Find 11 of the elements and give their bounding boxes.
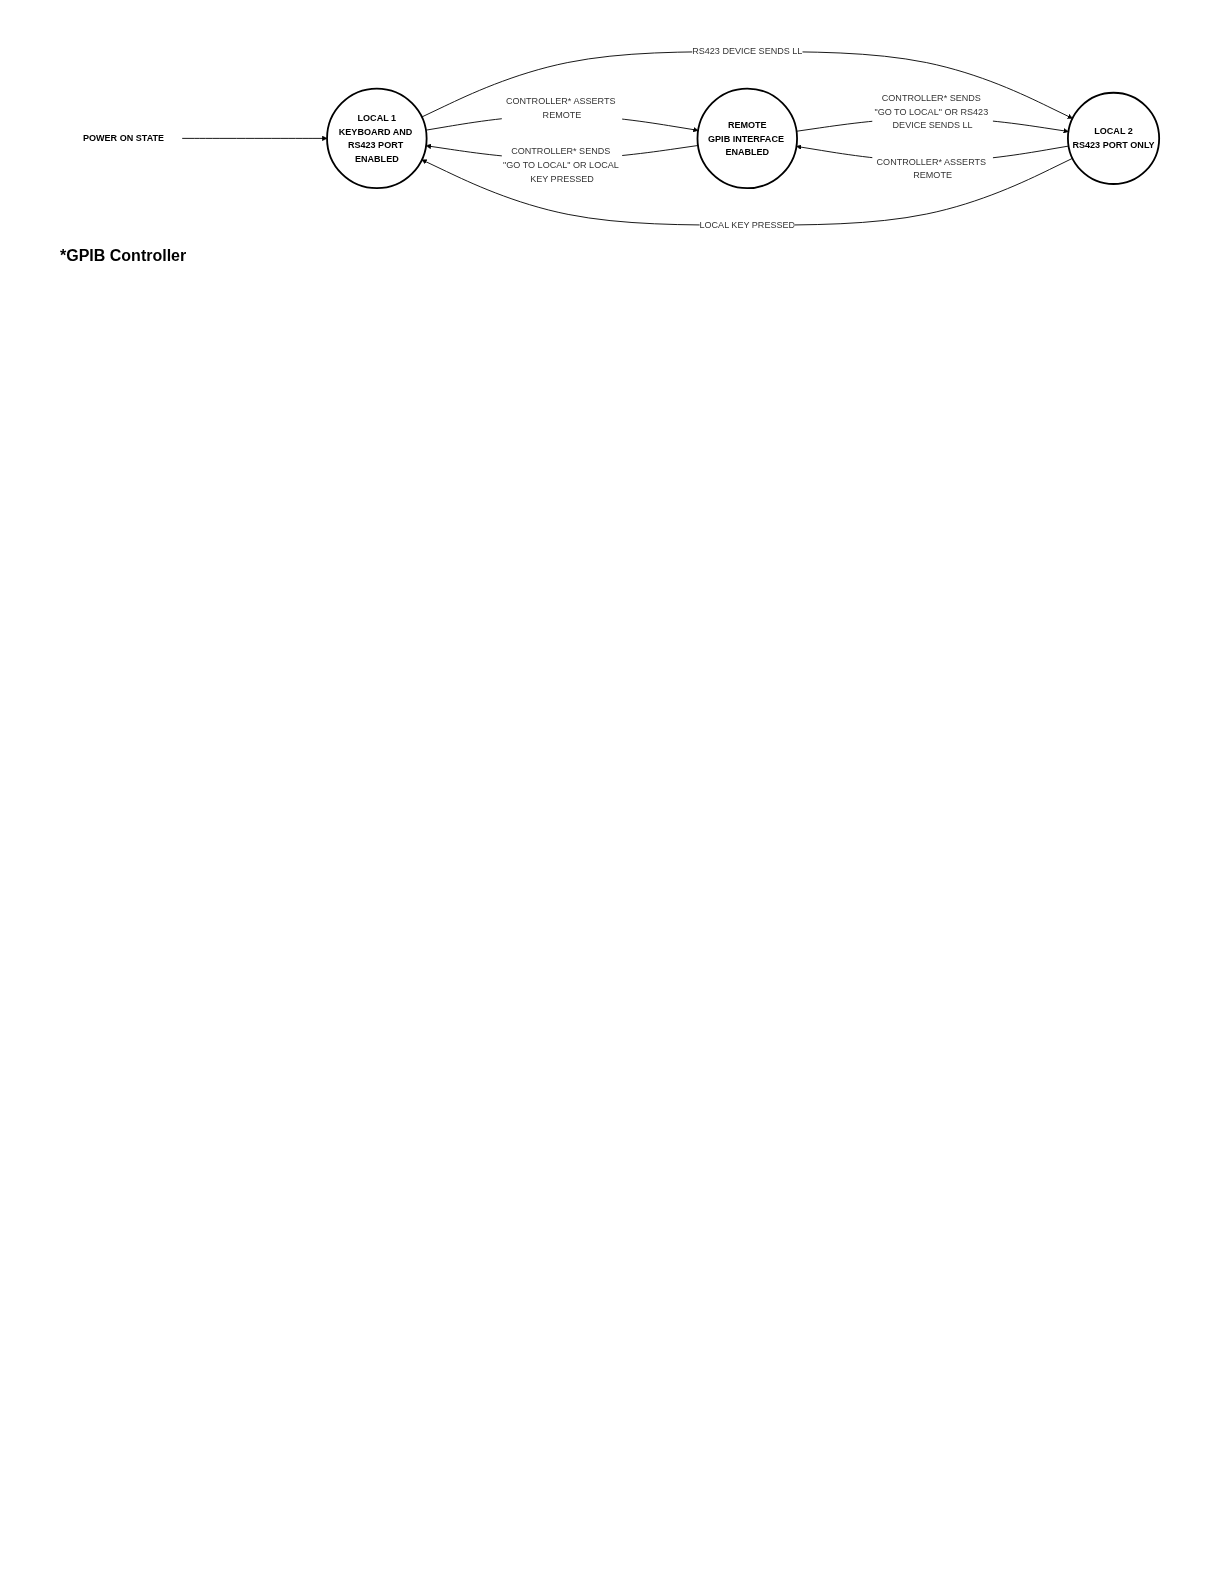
edge-label: RS423 DEVICE SENDS LL bbox=[692, 46, 803, 57]
edge-label: CONTROLLER* ASSERTS REMOTE bbox=[876, 156, 987, 180]
node-circle: LOCAL 1 KEYBOARD AND RS423 PORT ENABLED bbox=[326, 87, 428, 190]
edge-label: LOCAL KEY PRESSED bbox=[699, 219, 796, 230]
edge-label: CONTROLLER* SENDS "GO TO LOCAL" OR RS423 DEVICE SENDS LL bbox=[874, 92, 989, 130]
edge-label: CONTROLLER* SENDS "GO TO LOCAL" OR LOCAL KEY PRESSED bbox=[503, 146, 619, 184]
edge-label: CONTROLLER* ASSERTS REMOTE bbox=[505, 95, 616, 120]
footnote: *GPIB Controller bbox=[60, 246, 188, 265]
node-text: POWER ON STATE bbox=[82, 132, 165, 144]
node-circle: REMOTE GPIB INTERFACE ENABLED bbox=[696, 87, 798, 190]
node-circle: LOCAL 2 RS423 PORT ONLY bbox=[1067, 91, 1161, 185]
